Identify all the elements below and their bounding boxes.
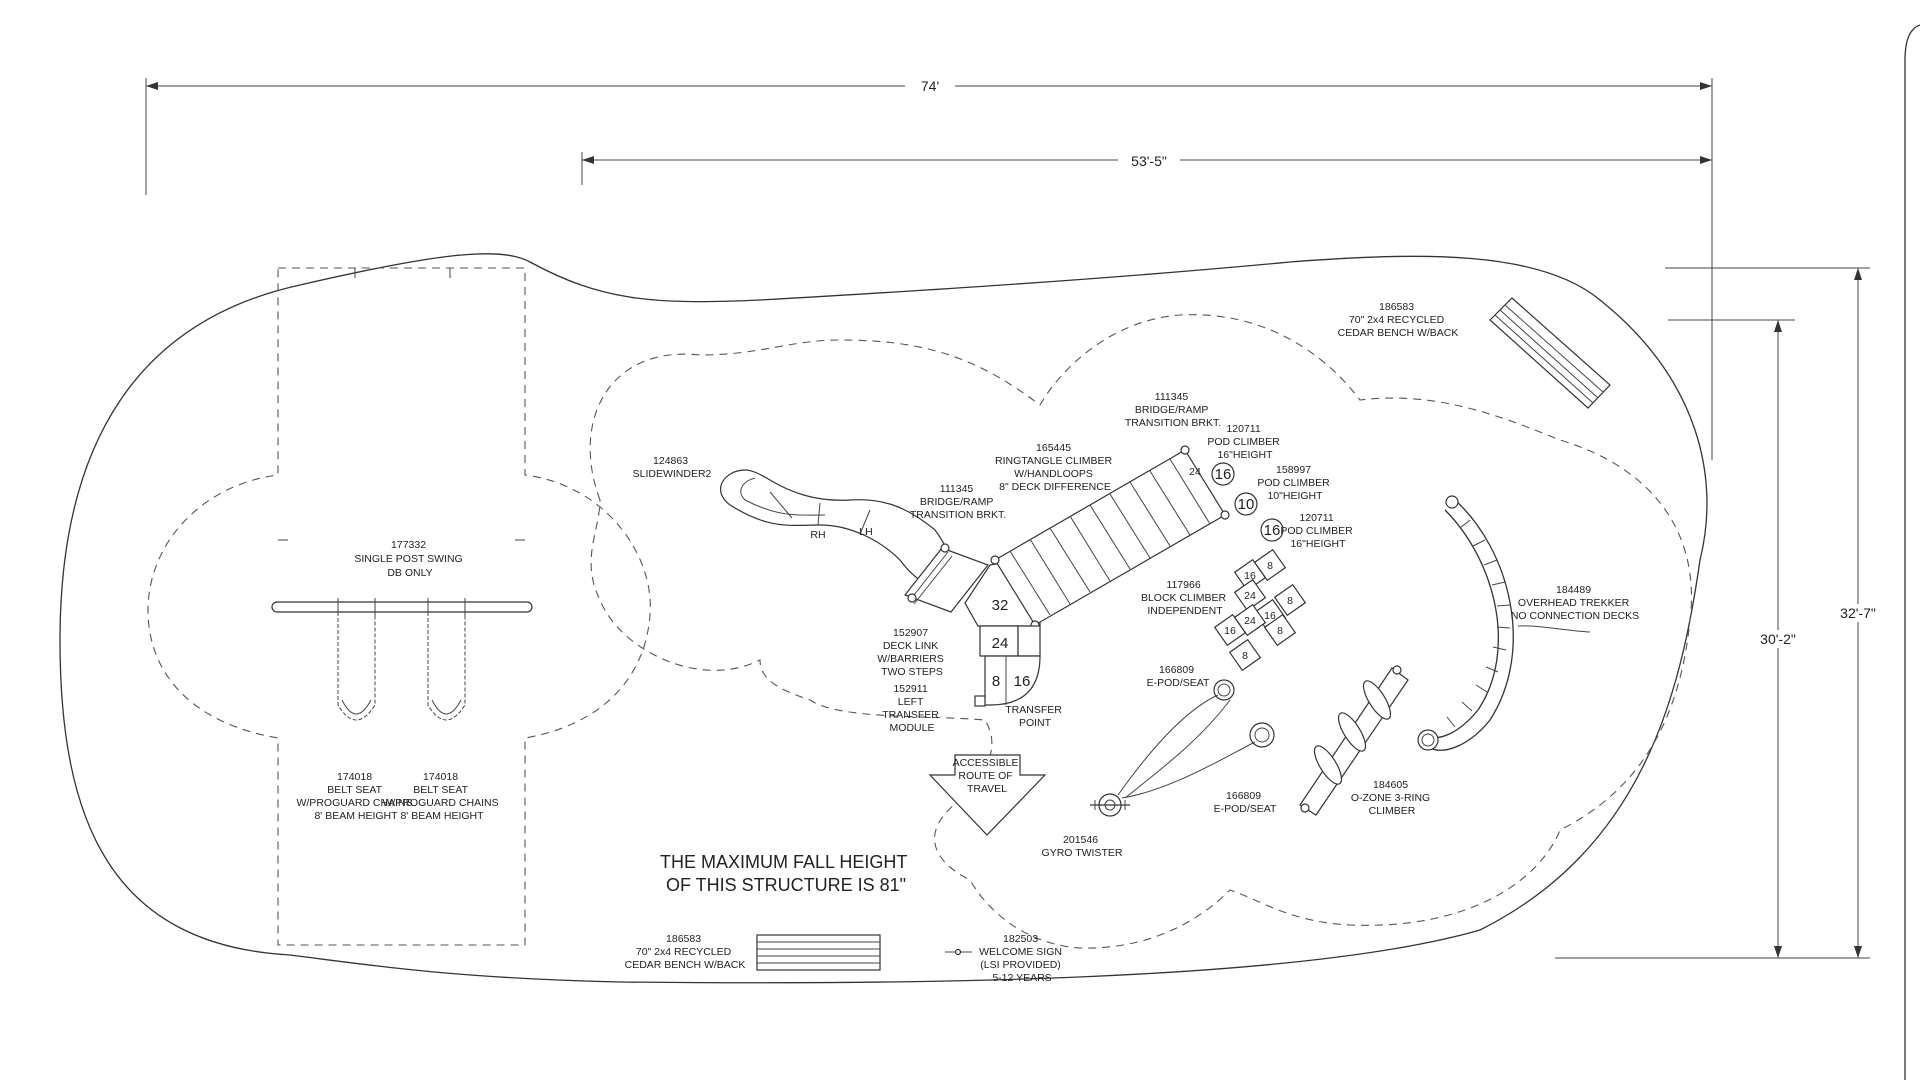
drawing-border bbox=[1904, 24, 1920, 1080]
depth-inner-dimension: 30'-2" bbox=[1555, 319, 1808, 959]
pod-climber-16-b: 16 bbox=[1260, 518, 1284, 542]
overall-width-dimension: 74' bbox=[145, 77, 1713, 460]
swing-label: 177332 SINGLE POST SWING DB ONLY bbox=[354, 539, 465, 579]
bridge-top-label: 111345 BRIDGE/RAMP TRANSITION BRKT. bbox=[1125, 391, 1221, 429]
block-climber-cube bbox=[1273, 583, 1307, 617]
block-climber-height: 16 bbox=[1244, 570, 1256, 582]
gyro-twister bbox=[1090, 793, 1130, 817]
slidewinder-slide bbox=[719, 469, 951, 585]
deck-link-steps: 24 bbox=[979, 625, 1041, 657]
epod-seat-2 bbox=[1249, 722, 1275, 748]
ozone-label: 184605 O-ZONE 3-RING CLIMBER bbox=[1351, 779, 1433, 817]
slide-rh-label: RH bbox=[810, 529, 825, 541]
block-climber-height: 24 bbox=[1244, 615, 1256, 627]
overhead-trekker-label: 184489 OVERHEAD TREKKER NO CONNECTION DE… bbox=[1511, 584, 1639, 622]
epod-1-label: 166809 E-POD/SEAT bbox=[1147, 664, 1210, 689]
pod-climber-3-label: 120711 POD CLIMBER 16"HEIGHT bbox=[1280, 512, 1355, 550]
ringtangle-label: 165445 RINGTANGLE CLIMBER W/HANDLOOPS 8"… bbox=[995, 442, 1115, 493]
gyro-label: 201546 GYRO TWISTER bbox=[1042, 834, 1123, 859]
accessible-route-arrow: ACCESSIBLE ROUTE OF TRAVEL bbox=[928, 754, 1047, 836]
pod-climber-16-a: 16 bbox=[1211, 462, 1235, 486]
bridge-left-label: 111345 BRIDGE/RAMP TRANSITION BRKT. bbox=[910, 483, 1006, 521]
main-deck-height: 32 bbox=[992, 597, 1009, 614]
accessible-route-label: ACCESSIBLE ROUTE OF TRAVEL bbox=[953, 757, 1022, 795]
transfer-module: 8 16 bbox=[974, 655, 1041, 707]
structure-width-dimension: 53'-5" bbox=[581, 151, 1712, 185]
block-climber-label: 117966 BLOCK CLIMBER INDEPENDENT bbox=[1141, 579, 1229, 617]
block-climber-height: 8 bbox=[1287, 595, 1293, 607]
swing-use-zone bbox=[147, 267, 651, 946]
transfer-module-label: 152911 LEFT TRANSFER MODULE bbox=[882, 683, 942, 734]
cable-1 bbox=[1117, 694, 1219, 796]
pod-climber-2-label: 158997 POD CLIMBER 10"HEIGHT bbox=[1257, 464, 1332, 502]
step-height-8: 8 bbox=[992, 673, 1000, 690]
epod-seat-1 bbox=[1213, 679, 1235, 701]
block-climber-cube bbox=[1253, 548, 1287, 582]
block-climber-cube bbox=[1263, 613, 1297, 647]
block-climber-height: 8 bbox=[1267, 560, 1273, 572]
ringtangle-climber bbox=[990, 445, 1230, 630]
ozone-climber bbox=[1299, 665, 1409, 816]
block-climber-cube bbox=[1233, 603, 1267, 637]
welcome-sign-label: 182503 WELCOME SIGN (LSI PROVIDED) 5-12 … bbox=[979, 933, 1065, 984]
epod-2-label: 166809 E-POD/SEAT bbox=[1214, 790, 1277, 815]
surfacing-boundary bbox=[59, 253, 1708, 984]
svg-text:10: 10 bbox=[1238, 496, 1255, 513]
depth-outer-label: 32'-7" bbox=[1840, 605, 1876, 621]
overall-width-label: 74' bbox=[921, 78, 939, 94]
slidewinder-label: 124863 SLIDEWINDER2 bbox=[633, 455, 712, 480]
fall-height-note: THE MAXIMUM FALL HEIGHT OF THIS STRUCTUR… bbox=[660, 852, 912, 895]
transfer-point-label: TRANSFER POINT bbox=[1005, 704, 1065, 729]
svg-text:16: 16 bbox=[1264, 522, 1281, 539]
step-height-24: 24 bbox=[992, 635, 1009, 652]
bench-bottom-label: 186583 70" 2x4 RECYCLED CEDAR BENCH W/BA… bbox=[625, 933, 746, 971]
cable-3 bbox=[1121, 741, 1256, 799]
ring-height-24: 24 bbox=[1189, 466, 1201, 478]
bench-bottom bbox=[756, 934, 881, 971]
step-height-16: 16 bbox=[1014, 673, 1031, 690]
structure-use-zone bbox=[589, 314, 1692, 949]
svg-text:16: 16 bbox=[1215, 466, 1232, 483]
bench-top-label: 186583 70" 2x4 RECYCLED CEDAR BENCH W/BA… bbox=[1338, 301, 1459, 339]
block-climber-cube bbox=[1228, 638, 1262, 672]
structure-width-label: 53'-5" bbox=[1131, 153, 1167, 169]
cable-2 bbox=[1124, 699, 1231, 799]
depth-inner-label: 30'-2" bbox=[1760, 631, 1796, 647]
pod-climber-1-label: 120711 POD CLIMBER 16"HEIGHT bbox=[1207, 423, 1282, 461]
pod-climber-10: 10 bbox=[1234, 492, 1258, 516]
block-climber-height: 24 bbox=[1244, 590, 1256, 602]
welcome-sign bbox=[945, 948, 972, 956]
block-climber-height: 16 bbox=[1264, 610, 1276, 622]
block-climber-height: 16 bbox=[1224, 625, 1236, 637]
block-climber-cube bbox=[1233, 578, 1267, 612]
bridge-transition-left bbox=[904, 543, 989, 613]
belt-seat-right-label: 174018 BELT SEAT W/PROGUARD CHAINS 8' BE… bbox=[382, 771, 501, 822]
depth-outer-dimension: 32'-7" bbox=[1555, 267, 1888, 959]
block-climber-height: 8 bbox=[1242, 650, 1248, 662]
belt-seat-left-label: 174018 BELT SEAT W/PROGUARD CHAINS 8' BE… bbox=[296, 771, 415, 822]
block-climber-height: 8 bbox=[1277, 625, 1283, 637]
slide-lh-label: LH bbox=[859, 526, 872, 538]
bench-top bbox=[1489, 297, 1611, 409]
deck-link-label: 152907 DECK LINK W/BARRIERS TWO STEPS bbox=[877, 627, 946, 678]
overhead-trekker bbox=[1417, 495, 1591, 751]
single-post-swing bbox=[271, 598, 533, 721]
